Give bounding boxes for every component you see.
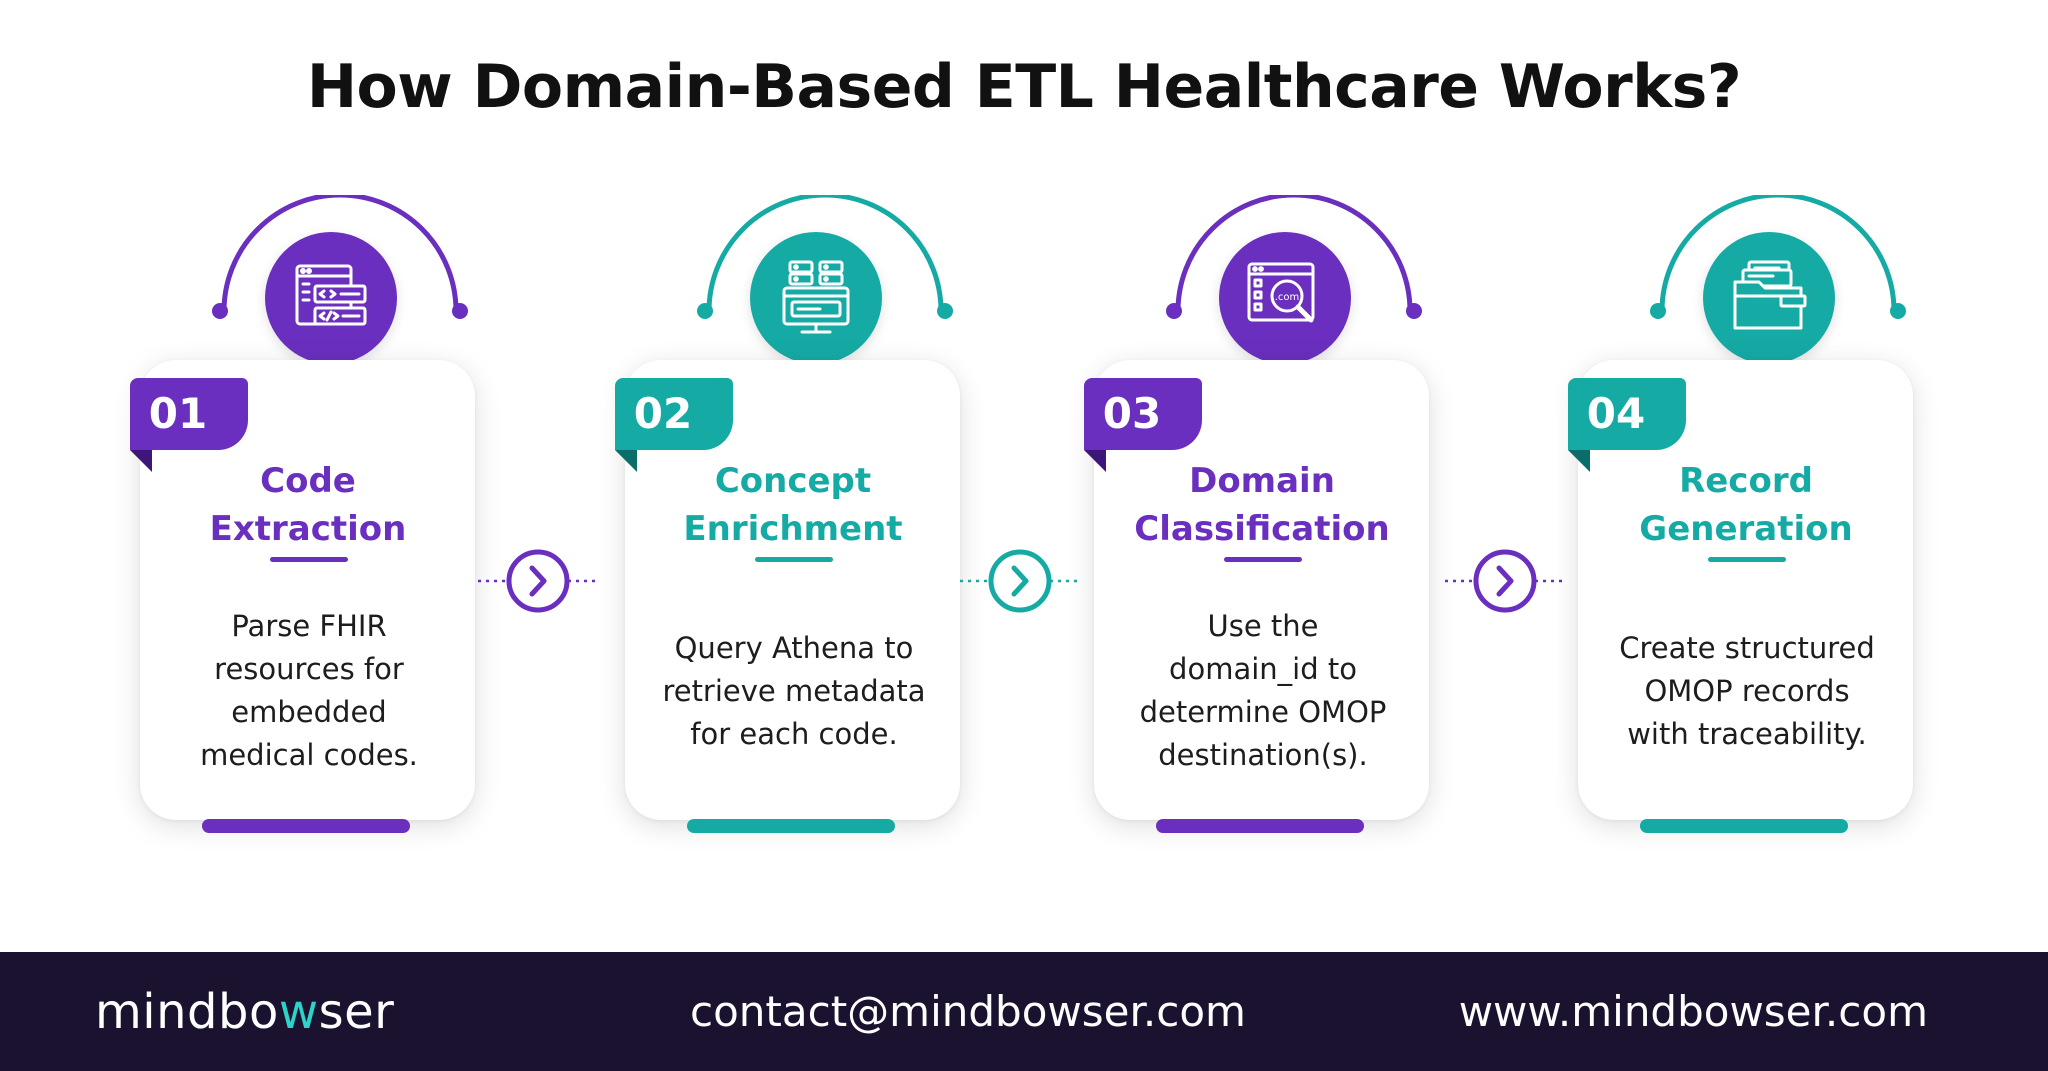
step-title-line: Extraction: [209, 509, 407, 549]
ribbon-fold: [1084, 450, 1106, 472]
step-number-ribbon: [1568, 378, 1686, 450]
step-number: 01: [148, 389, 208, 438]
step-icon-circle: [265, 232, 397, 364]
description-line: destination(s).: [1158, 738, 1368, 772]
step-description: Use the domain_id to determine OMOP dest…: [1104, 591, 1422, 791]
step-title-line: Domain: [1189, 461, 1335, 501]
description-line: retrieve metadata: [662, 673, 926, 708]
step-title: Domain Classification: [1084, 457, 1440, 553]
step-description: Create structured OMOP records with trac…: [1588, 591, 1906, 791]
code-window-icon: [295, 264, 367, 326]
card-bottom-bar: [1640, 819, 1848, 833]
step-icon-circle: [750, 232, 882, 364]
card-bottom-bar: [1156, 819, 1364, 833]
step-title: Record Generation: [1568, 457, 1924, 553]
step-icon-circle: [1703, 232, 1835, 364]
decorative-arc: [212, 195, 468, 319]
step-number: 04: [1586, 389, 1646, 438]
description-line: Parse FHIR: [231, 609, 387, 643]
description-line: Use the: [1207, 609, 1319, 643]
step-card-1: 01 Code Extraction Parse FHIR resources …: [130, 195, 480, 835]
step-description: Query Athena to retrieve metadata for ea…: [635, 591, 953, 791]
folder-files-icon: [1733, 260, 1807, 330]
brand-logo[interactable]: mindbowser: [95, 982, 394, 1042]
step-number-ribbon: [1084, 378, 1202, 450]
step-title-line: Enrichment: [683, 509, 903, 549]
step-number: 02: [633, 389, 693, 438]
chevron-right-icon: [1445, 549, 1565, 613]
description-line: Query Athena to: [674, 630, 914, 665]
step-title: Concept Enrichment: [615, 457, 971, 553]
ribbon-fold: [615, 450, 637, 472]
decorative-arc: [1166, 195, 1422, 319]
brand-logo-accent: w: [278, 984, 319, 1040]
step-card-4: 04 Record Generation Create structured O…: [1568, 195, 1918, 835]
decorative-arc: [697, 195, 953, 319]
step-title-line: Concept: [714, 461, 872, 501]
description-line: with traceability.: [1627, 716, 1867, 751]
contact-email-link[interactable]: contact@mindbowser.com: [690, 987, 1246, 1036]
description-line: OMOP records: [1644, 673, 1850, 708]
step-title-line: Record: [1679, 461, 1813, 501]
title-divider: [755, 557, 833, 562]
description-line: medical codes.: [200, 738, 418, 772]
step-title-line: Classification: [1134, 509, 1390, 549]
step-title: Code Extraction: [130, 457, 486, 553]
step-number-ribbon: [130, 378, 248, 450]
flow-connector-2: [960, 545, 1080, 625]
step-card-3: .com 03 Domain Classification Use the do…: [1084, 195, 1434, 835]
description-line: domain_id to: [1169, 652, 1357, 686]
database-monitor-icon: [782, 260, 850, 334]
ribbon-fold: [130, 450, 152, 472]
page-title: How Domain-Based ETL Healthcare Works?: [306, 52, 1742, 122]
chevron-right-icon: [960, 549, 1080, 613]
description-line: resources for: [214, 652, 404, 686]
step-title-line: Generation: [1639, 509, 1853, 549]
brand-logo-text: ser: [318, 984, 395, 1040]
title-divider: [1224, 557, 1302, 562]
flow-connector-3: [1445, 545, 1565, 625]
step-description: Parse FHIR resources for embedded medica…: [150, 591, 468, 791]
chevron-right-icon: [478, 549, 598, 613]
step-icon-circle: .com: [1219, 232, 1351, 364]
card-bottom-bar: [202, 819, 410, 833]
website-link[interactable]: www.mindbowser.com: [1458, 987, 1928, 1036]
footer-bar: mindbowser contact@mindbowser.com www.mi…: [0, 952, 2048, 1071]
description-line: Create structured: [1619, 630, 1875, 665]
flow-connector-1: [478, 545, 598, 625]
decorative-arc: [1650, 195, 1906, 319]
title-divider: [1708, 557, 1786, 562]
ribbon-fold: [1568, 450, 1590, 472]
title-divider: [270, 557, 348, 562]
brand-logo-text: mindbo: [95, 984, 279, 1040]
card-bottom-bar: [687, 819, 895, 833]
dotcom-search-icon: .com: [1247, 262, 1315, 323]
description-line: embedded: [231, 695, 387, 729]
step-number: 03: [1102, 389, 1162, 438]
description-line: determine OMOP: [1139, 695, 1387, 729]
svg-text:.com: .com: [1275, 292, 1300, 303]
step-title-line: Code: [260, 461, 356, 501]
step-number-ribbon: [615, 378, 733, 450]
step-card-2: 02 Concept Enrichment Query Athena to re…: [615, 195, 965, 835]
description-line: for each code.: [690, 716, 898, 751]
